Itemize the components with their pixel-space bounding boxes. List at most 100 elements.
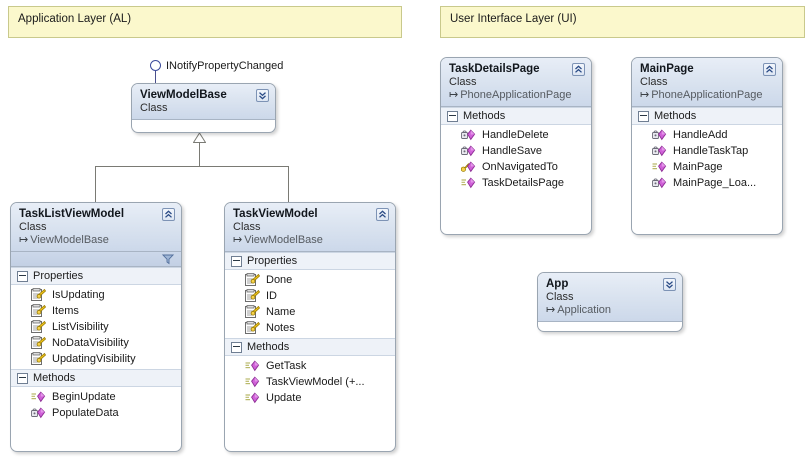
layer-banner-application[interactable]: Application Layer (AL) [8,6,402,38]
class-kind-taskdetailspage: Class [449,76,477,88]
collapse-minus-icon[interactable] [638,110,649,122]
member-row[interactable]: Done [225,272,395,288]
layer-banner-ui[interactable]: User Interface Layer (UI) [440,6,805,38]
member-label: Done [266,274,293,286]
compartment-header-taskdetailspage-methods[interactable]: Methods [441,107,591,125]
member-label: GetTask [266,360,307,372]
property-icon [31,352,46,366]
inherits-arrow-icon: ↦ [449,89,459,101]
chevron-down-icon[interactable] [663,278,676,291]
class-name-tasklistviewmodel: TaskListViewModel [19,208,125,220]
member-label: UpdatingVisibility [52,353,136,365]
member-label: Update [266,392,302,404]
member-row[interactable]: TaskViewModel (+... [225,374,395,390]
chevron-up-icon[interactable] [162,208,175,221]
compartment-title: Methods [654,110,697,122]
member-row[interactable]: Notes [225,320,395,336]
collapse-minus-icon[interactable] [447,110,458,122]
chevron-up-icon[interactable] [376,208,389,221]
layer-label-application: Application Layer (AL) [18,13,132,25]
interface-lollipop-stem [155,71,156,84]
inherits-arrow-icon: ↦ [640,89,650,101]
class-name-app: App [546,278,569,290]
member-label: HandleSave [482,145,542,157]
member-row[interactable]: ID [225,288,395,304]
method-icon [652,176,667,190]
member-row[interactable]: HandleDelete [441,127,591,143]
compartment-title: Properties [247,255,298,267]
member-row[interactable]: TaskDetailsPage [441,175,591,191]
member-row[interactable]: MainPage [632,159,782,175]
collapse-minus-icon[interactable] [17,372,28,384]
compartment-title: Properties [33,270,84,282]
member-label: HandleTaskTap [673,145,749,157]
member-row[interactable]: BeginUpdate [11,389,181,405]
property-icon [31,320,46,334]
filter-funnel-icon[interactable] [161,253,175,268]
compartment-header-tasklistviewmodel-properties[interactable]: Properties [11,267,181,285]
member-label: TaskDetailsPage [482,177,564,189]
compartment-header-tasklistviewmodel-methods[interactable]: Methods [11,369,181,387]
method-icon [245,375,260,389]
compartment-title: Methods [463,110,506,122]
member-row[interactable]: OnNavigatedTo [441,159,591,175]
layer-label-ui: User Interface Layer (UI) [450,13,577,25]
collapse-minus-icon[interactable] [231,255,242,267]
property-icon [31,288,46,302]
class-base-label-mainpage: PhoneApplicationPage [651,89,763,101]
member-row[interactable]: UpdatingVisibility [11,351,181,367]
member-row[interactable]: Items [11,303,181,319]
property-icon [245,305,260,319]
compartment-header-taskviewmodel-methods[interactable]: Methods [225,338,395,356]
member-label: HandleAdd [673,129,728,141]
class-base-label-taskdetailspage: PhoneApplicationPage [460,89,572,101]
class-box-taskdetailspage[interactable]: TaskDetailsPage Class↦PhoneApplicationPag… [440,57,592,235]
member-row[interactable]: HandleAdd [632,127,782,143]
class-kind-tasklistviewmodel: Class [19,221,47,233]
member-row[interactable]: HandleTaskTap [632,143,782,159]
member-row[interactable]: IsUpdating [11,287,181,303]
member-row[interactable]: HandleSave [441,143,591,159]
filter-row-tasklistviewmodel[interactable] [11,252,181,267]
member-row[interactable]: ListVisibility [11,319,181,335]
member-row[interactable]: MainPage_Loa... [632,175,782,191]
member-label: Notes [266,322,295,334]
member-row[interactable]: GetTask [225,358,395,374]
property-icon [31,336,46,350]
collapse-minus-icon[interactable] [17,270,28,282]
inherits-arrow-icon: ↦ [19,234,29,246]
class-name-viewmodelbase: ViewModelBase [140,89,227,101]
class-kind-viewmodelbase: Class [140,102,168,114]
compartment-header-mainpage-methods[interactable]: Methods [632,107,782,125]
chevron-up-icon[interactable] [763,63,776,76]
method-icon [652,160,667,174]
interface-lollipop-icon[interactable] [150,60,161,71]
member-row[interactable]: NoDataVisibility [11,335,181,351]
compartment-header-taskviewmodel-properties[interactable]: Properties [225,252,395,270]
class-base-mainpage: ↦PhoneApplicationPage [640,89,774,102]
member-row[interactable]: Name [225,304,395,320]
inheritance-stem [199,143,200,166]
member-row[interactable]: Update [225,390,395,406]
member-row[interactable]: PopulateData [11,405,181,421]
property-icon [31,304,46,318]
collapse-minus-icon[interactable] [231,341,242,353]
member-label: PopulateData [52,407,119,419]
chevron-down-icon[interactable] [256,89,269,102]
chevron-up-icon[interactable] [572,63,585,76]
member-label: IsUpdating [52,289,105,301]
